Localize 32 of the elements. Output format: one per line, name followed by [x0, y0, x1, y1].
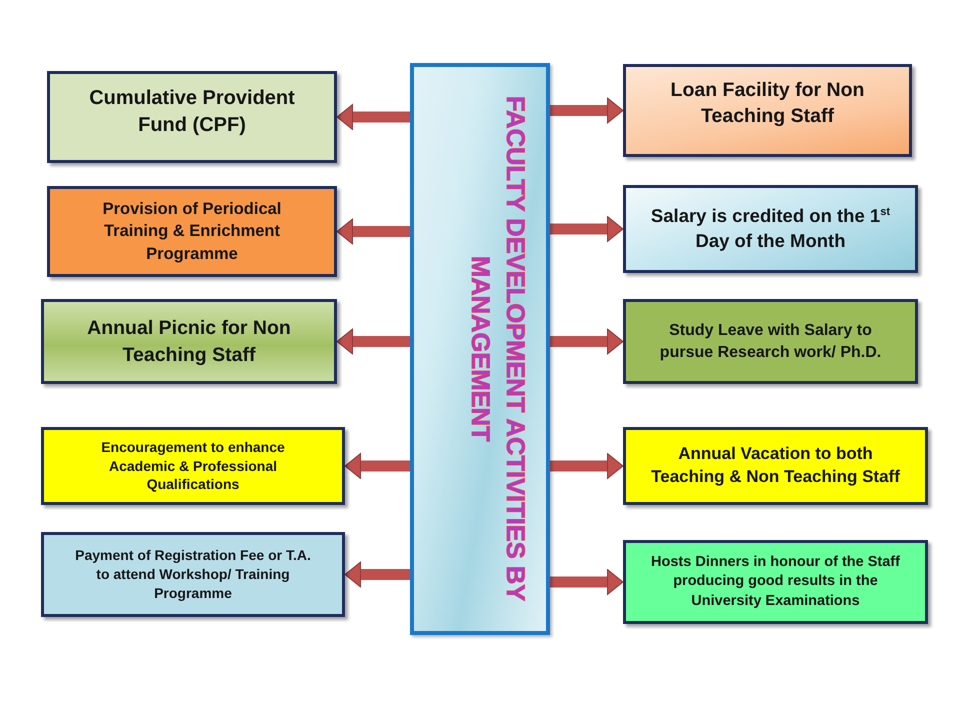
box-text: Loan Facility for Non Teaching Staff: [670, 78, 866, 130]
box-text: Cumulative Provident Fund (CPF): [88, 86, 296, 138]
arrow: [550, 328, 624, 354]
arrow: [344, 562, 410, 588]
activity-box: [41, 299, 337, 384]
activity-box: [41, 532, 345, 617]
box-text: Study Leave with Salary to pursue Research work/ Ph.D.: [658, 320, 882, 362]
box-text: Annual Vacation to both Teaching & Non Teaching Staff: [650, 443, 901, 488]
box-text: Salary is credited on the 1$^{st}$ Day of the Month: [650, 204, 892, 253]
panel-title: FACULTY DEVELOPMENT ACTIVITIES BY MANAGEMENT: [464, 95, 530, 604]
activity-box: [623, 64, 912, 157]
center-panel: [410, 63, 550, 635]
arrow: [344, 453, 410, 479]
activity-box: [623, 427, 928, 505]
box-text: Encouragement to enhance Academic & Professional Qualifications: [100, 438, 286, 494]
arrow: [550, 453, 624, 479]
box-text: Annual Picnic for Non Teaching Staff: [86, 316, 292, 368]
arrow: [336, 104, 410, 130]
activity-box: [47, 186, 337, 277]
activity-box: [623, 299, 918, 384]
arrow: [550, 569, 624, 595]
box-text: Payment of Registration Fee or T.A. to attend Workshop/ Training Programme: [74, 546, 312, 603]
arrow: [550, 98, 624, 124]
activity-box: [623, 185, 918, 273]
arrow: [336, 328, 410, 354]
activity-box: [47, 71, 337, 163]
activity-box: [41, 427, 345, 505]
arrow: [336, 218, 410, 244]
box-text: Hosts Dinners in honour of the Staff producing good results in the University Examinations: [650, 552, 901, 611]
arrow: [550, 216, 624, 242]
box-text: Provision of Periodical Training & Enrichment Programme: [102, 199, 282, 265]
activity-box: [623, 540, 928, 624]
